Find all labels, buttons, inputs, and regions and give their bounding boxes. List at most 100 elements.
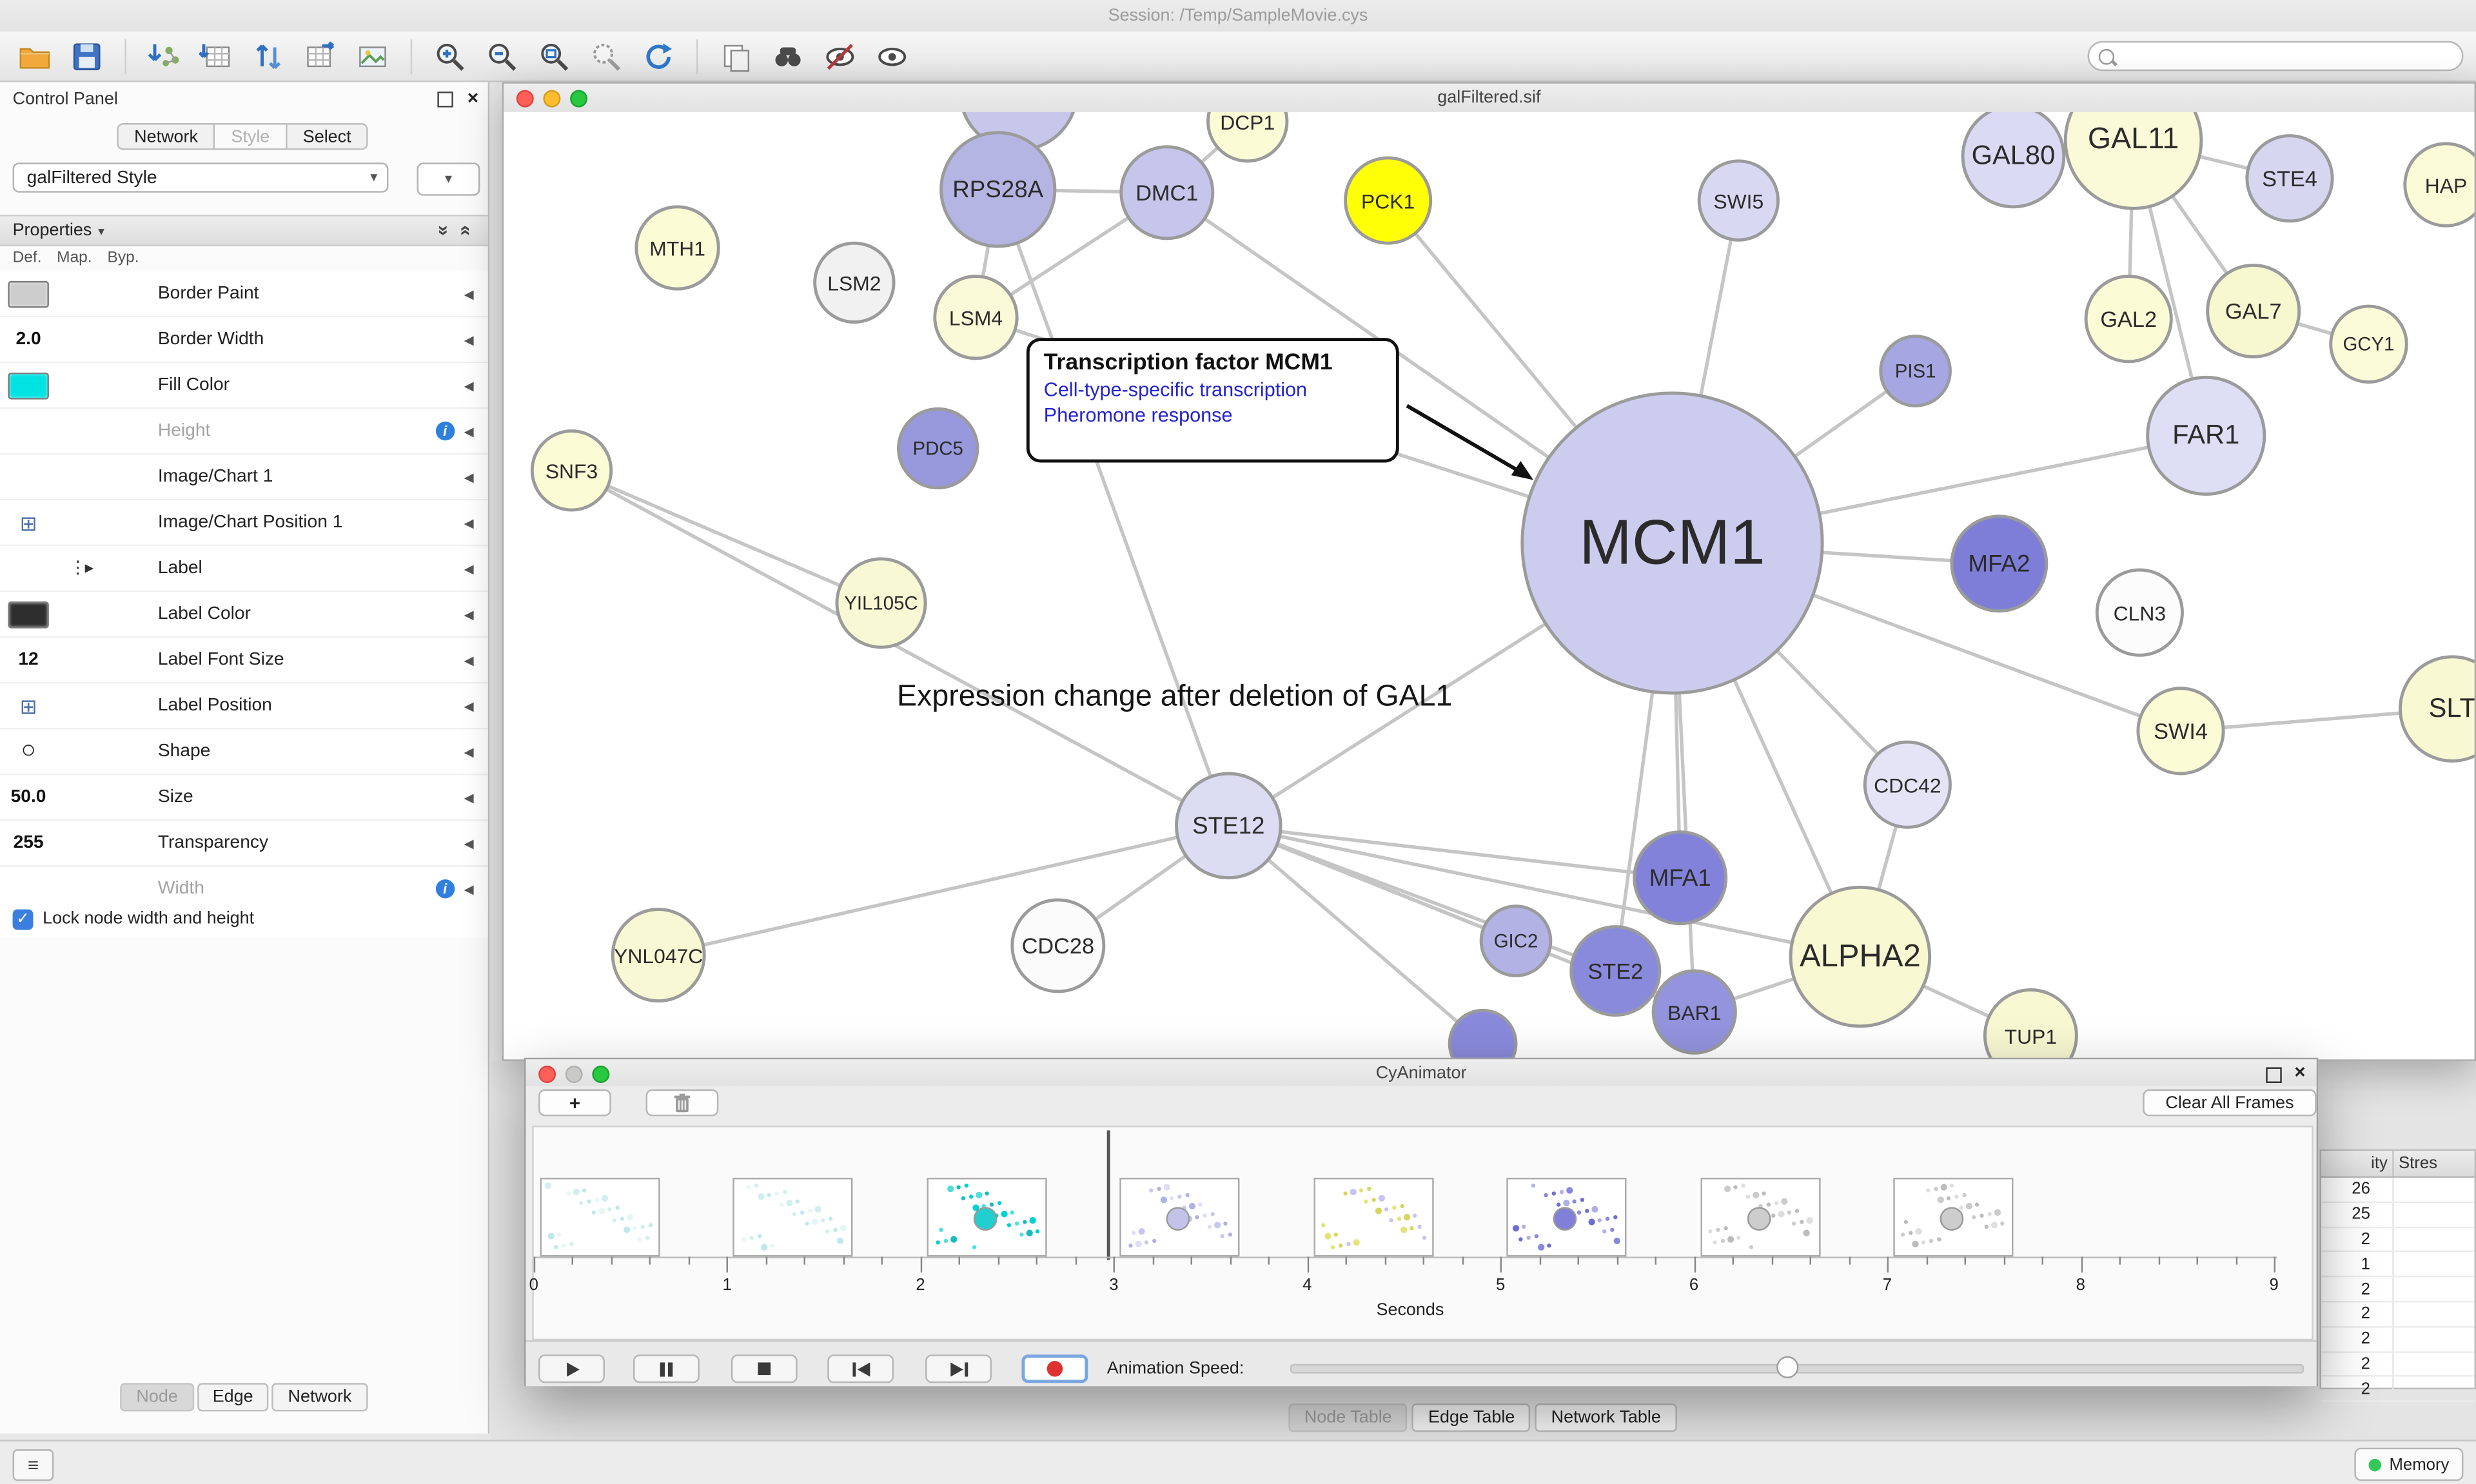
property-row[interactable]: Label Color◀ xyxy=(0,592,488,638)
search-field[interactable] xyxy=(2087,41,2464,72)
node-MFA2[interactable]: MFA2 xyxy=(1950,514,2049,613)
properties-header[interactable]: Properties ▾ » « xyxy=(0,215,488,247)
frame-thumbnail[interactable] xyxy=(1700,1177,1820,1257)
expand-arrow-icon[interactable]: ◀ xyxy=(464,835,474,850)
tab-style[interactable]: Style xyxy=(215,123,288,150)
export-network-button[interactable] xyxy=(246,35,291,77)
float-window-icon[interactable] xyxy=(2266,1067,2282,1084)
node-ALPHA2[interactable]: ALPHA2 xyxy=(1789,885,1932,1028)
property-row[interactable]: ⊞Image/Chart Position 1◀ xyxy=(0,500,488,547)
search-input[interactable] xyxy=(2120,44,2462,68)
node-LSM4[interactable]: LSM4 xyxy=(933,275,1019,360)
tab-edge-table[interactable]: Edge Table xyxy=(1412,1403,1531,1432)
pause-button[interactable] xyxy=(633,1354,700,1383)
minimize-window-icon[interactable] xyxy=(565,1066,583,1084)
node-PCK1[interactable]: PCK1 xyxy=(1344,156,1433,245)
def-cell[interactable]: ⊞ xyxy=(0,513,57,533)
node-YIL105C[interactable]: YIL105C xyxy=(835,557,927,649)
color-swatch[interactable] xyxy=(8,600,49,628)
node-cut_bottom[interactable] xyxy=(1448,1008,1518,1060)
close-icon[interactable]: × xyxy=(467,86,479,109)
node-TUP1[interactable]: TUP1 xyxy=(1983,988,2078,1060)
node-STE2[interactable]: STE2 xyxy=(1569,925,1662,1017)
expand-arrow-icon[interactable]: ◀ xyxy=(464,378,474,393)
edge[interactable] xyxy=(1228,824,1681,880)
edge[interactable] xyxy=(1228,824,1861,959)
annotation-box[interactable]: Transcription factor MCM1 Cell-type-spec… xyxy=(1026,338,1399,463)
tab-network[interactable]: Network xyxy=(117,123,215,150)
node-SWI4[interactable]: SWI4 xyxy=(2136,687,2225,776)
def-cell[interactable]: ⊞ xyxy=(0,696,57,716)
record-button[interactable] xyxy=(1021,1354,1088,1383)
side-table-row[interactable]: 2 xyxy=(2321,1352,2475,1378)
frame-thumbnail[interactable] xyxy=(1120,1177,1241,1257)
node-GCY1[interactable]: GCY1 xyxy=(2329,304,2408,384)
node-MCM1[interactable]: MCM1 xyxy=(1520,391,1824,695)
node-GAL80[interactable]: GAL80 xyxy=(1961,112,2066,209)
edge[interactable] xyxy=(571,469,882,605)
node-STE4[interactable]: STE4 xyxy=(2245,134,2334,223)
color-swatch[interactable] xyxy=(8,371,49,399)
expand-arrow-icon[interactable]: ◀ xyxy=(464,607,474,621)
node-YNL047C[interactable]: YNL047C xyxy=(611,908,706,1003)
property-row[interactable]: Image/Chart 1◀ xyxy=(0,454,488,501)
show-details-button[interactable] xyxy=(870,35,914,77)
property-row[interactable]: ⊞Label Position◀ xyxy=(0,683,488,730)
edge[interactable] xyxy=(996,188,1230,826)
tab-node-table[interactable]: Node Table xyxy=(1288,1403,1408,1432)
node-GAL2[interactable]: GAL2 xyxy=(2084,275,2173,364)
def-cell[interactable]: 50.0 xyxy=(0,788,57,806)
node-MTH1[interactable]: MTH1 xyxy=(634,205,720,291)
tab-network-table[interactable]: Network Table xyxy=(1535,1403,1677,1432)
expand-arrow-icon[interactable]: ◀ xyxy=(464,698,474,713)
animation-speed-slider[interactable] xyxy=(1290,1356,2304,1378)
playhead[interactable] xyxy=(1106,1130,1110,1260)
close-window-icon[interactable] xyxy=(538,1066,556,1084)
def-cell[interactable] xyxy=(0,600,57,628)
lock-size-row[interactable]: ✓ Lock node width and height xyxy=(0,899,488,938)
side-table-row[interactable]: 2 xyxy=(2321,1227,2475,1253)
expand-arrow-icon[interactable]: ◀ xyxy=(464,561,474,576)
expand-arrow-icon[interactable]: ◀ xyxy=(464,881,474,896)
import-network-button[interactable] xyxy=(142,35,186,77)
stop-button[interactable] xyxy=(731,1354,798,1383)
property-row[interactable]: ⋮▸Label◀ xyxy=(0,546,488,592)
side-table-column-2[interactable]: Stres xyxy=(2399,1154,2438,1173)
style-options-button[interactable]: ▾ xyxy=(417,162,480,196)
zoom-in-button[interactable] xyxy=(428,35,473,77)
property-row[interactable]: Border Paint◀ xyxy=(0,271,488,318)
export-table-button[interactable] xyxy=(299,35,343,77)
edge[interactable] xyxy=(1227,824,1484,1045)
expand-all-icon[interactable]: « xyxy=(455,225,478,236)
zoom-window-icon[interactable] xyxy=(592,1066,610,1084)
side-table-row[interactable]: 2 xyxy=(2321,1277,2475,1303)
tab-select[interactable]: Select xyxy=(287,123,369,150)
node-CDC28[interactable]: CDC28 xyxy=(1010,898,1106,993)
zoom-out-button[interactable] xyxy=(480,35,524,77)
checkbox-checked-icon[interactable]: ✓ xyxy=(12,908,34,930)
edge[interactable] xyxy=(571,469,1230,828)
property-row[interactable]: ○Shape◀ xyxy=(0,729,488,776)
expand-arrow-icon[interactable]: ◀ xyxy=(464,515,474,530)
clear-all-frames-button[interactable]: Clear All Frames xyxy=(2143,1089,2317,1117)
float-window-icon[interactable] xyxy=(437,92,453,108)
task-history-button[interactable]: ≡ xyxy=(12,1449,54,1481)
def-cell[interactable]: ○ xyxy=(0,738,57,764)
map-cell[interactable]: ⋮▸ xyxy=(57,559,104,577)
minimize-window-icon[interactable] xyxy=(543,90,561,108)
frame-thumbnail[interactable] xyxy=(927,1177,1047,1257)
side-table-row[interactable]: 2 xyxy=(2321,1377,2475,1403)
def-cell[interactable]: 12 xyxy=(0,650,57,669)
side-table-row[interactable]: 1 xyxy=(2321,1252,2475,1278)
node-RPS28A[interactable]: RPS28A xyxy=(939,131,1057,248)
def-cell[interactable] xyxy=(0,371,57,399)
expand-arrow-icon[interactable]: ◀ xyxy=(464,332,474,347)
style-selector[interactable]: galFiltered Style ▾ xyxy=(12,162,389,193)
open-folder-button[interactable] xyxy=(13,35,57,77)
frame-thumbnail[interactable] xyxy=(1506,1177,1627,1257)
edge[interactable] xyxy=(658,824,1229,957)
